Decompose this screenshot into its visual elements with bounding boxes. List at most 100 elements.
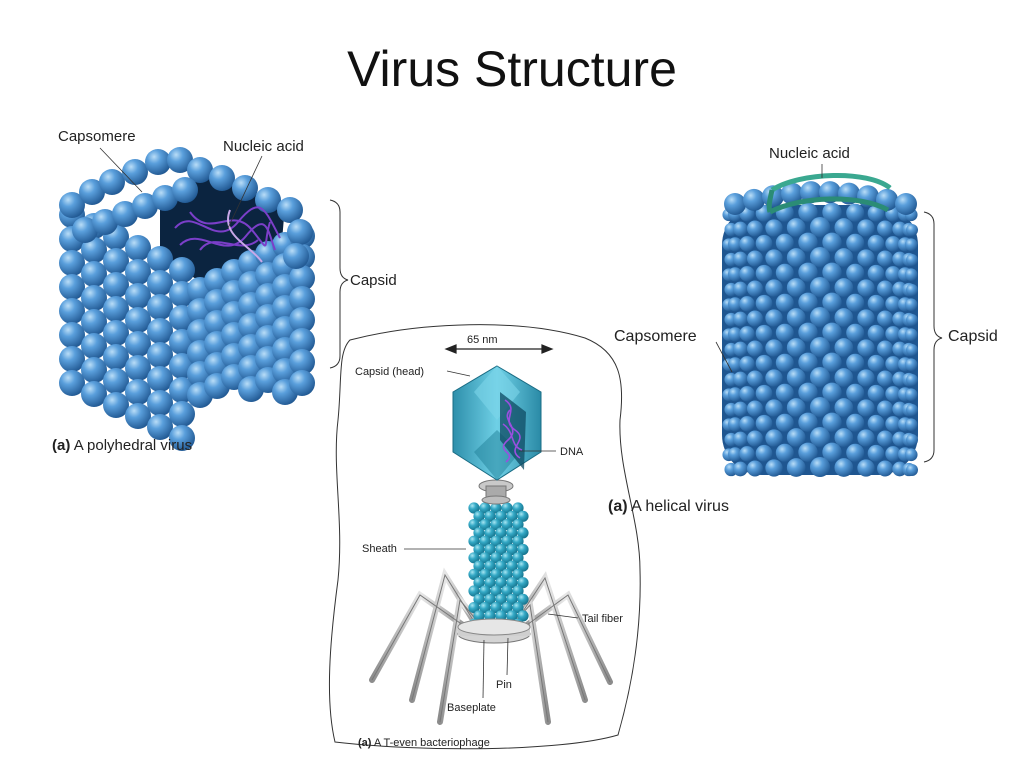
capsomere [147,342,173,368]
helical-capsomere [765,219,783,237]
capsomere [289,370,315,396]
helical-capsomere [857,459,875,477]
helical-capsomere [798,292,818,312]
width-label: 65 nm [467,334,498,346]
capsomere [81,357,107,383]
sheath-subunit [490,535,502,547]
helical-capsomere [786,398,806,417]
helical-capsomere [810,397,830,417]
helical-capsomere [895,193,917,215]
capsomere [103,296,129,322]
helical-capsomere [775,293,794,312]
sheath-subunit [468,552,480,564]
helical-capsomere [775,413,794,432]
helical-capsomere [798,262,818,282]
sheath-subunit [512,552,524,564]
helical-capsomere [755,384,773,402]
polyhedral-virus: Capsomere Nucleic acid Capsid (a) A poly… [52,128,397,454]
helical-capsomere [834,248,854,267]
helical-capsomere [765,369,783,387]
capsid-brace [329,199,349,369]
helical-nucleic-acid-label: Nucleic acid [769,145,850,162]
helical-capsomere [746,220,763,237]
capsomere [289,286,315,312]
capsomere [122,159,148,185]
pin-leader [506,637,509,676]
helical-capsomere [846,383,865,402]
helical-capsomere [786,308,806,327]
helical-capsomere [857,279,875,297]
capsomere [169,425,195,451]
capsomere [81,285,107,311]
helical-capsomere [746,340,763,357]
sheath-subunit [501,519,513,531]
sheath-subunit [490,568,502,581]
sheath-subunit [517,560,529,572]
helical-capsomere [732,371,748,387]
capsid-label: Capsid [350,272,397,289]
sheath-subunit [501,552,513,564]
capsomere [125,331,151,357]
sheath-subunit [479,568,491,581]
sheath-subunit [506,527,518,539]
phage-dna [502,399,523,463]
helical-capsomere [877,370,894,387]
sheath-subunit [501,502,513,514]
sheath-subunit [479,585,491,597]
sheath-subunit [484,560,496,572]
helical-capsomere [867,444,885,462]
width-dimension [444,344,554,354]
capsomere [59,370,85,396]
sheath-subunit [484,510,496,522]
helical-capsomere [834,218,854,237]
helical-capsomere [786,428,806,447]
helical-capsomere [877,400,894,417]
helical-capsomere [906,314,918,326]
helical-capsomere [857,309,875,327]
sheath-subunit [495,527,507,539]
helical-capsomere [798,202,818,222]
pin-label: Pin [496,679,512,691]
capsomere [81,333,107,359]
helical-capsomere [755,324,773,342]
helical-capsomere [834,308,854,327]
helical-capsomere [877,310,894,327]
helical-capsomere [885,446,901,462]
capsomere [59,192,85,218]
sheath-subunit [512,602,524,614]
capsomere [169,401,195,427]
sheath-subunit [512,535,524,547]
helical-capsomere [765,459,783,477]
capsomere-label: Capsomere [58,128,136,145]
helical-capsomere [798,352,818,372]
capsomere [103,248,129,274]
helical-capsomere [739,236,755,252]
slide-title: Virus Structure [347,41,677,97]
helical-capsomere [904,418,918,432]
helical-caption-text: A helical virus [631,498,729,515]
sheath-subunit [512,585,524,597]
capsomere [92,209,118,235]
capsomere [147,294,173,320]
capsomere [277,197,303,223]
phage-sheath [468,502,529,630]
helical-capsomere [877,280,894,297]
helical-capsomere [775,443,794,462]
helical-capsomere [765,309,783,327]
helical-capsid-label: Capsid [948,328,998,345]
polyhedral-capsid-body [59,147,315,451]
helical-capsomere [834,398,854,417]
capsomere [145,149,171,175]
helical-capsomere [786,278,806,297]
sheath-subunit [501,568,513,581]
helical-capsomere [732,311,748,327]
helical-capsomere [857,369,875,387]
helical-capsomere [739,386,755,402]
phage-caption: (a) A T-even bacteriophage [358,737,490,749]
phage-caption-prefix: (a) [358,737,372,749]
capsomere [59,322,85,348]
capsomere [59,274,85,300]
sheath-label: Sheath [362,543,397,555]
helical-capsomere [810,247,830,267]
capsomere [125,403,151,429]
